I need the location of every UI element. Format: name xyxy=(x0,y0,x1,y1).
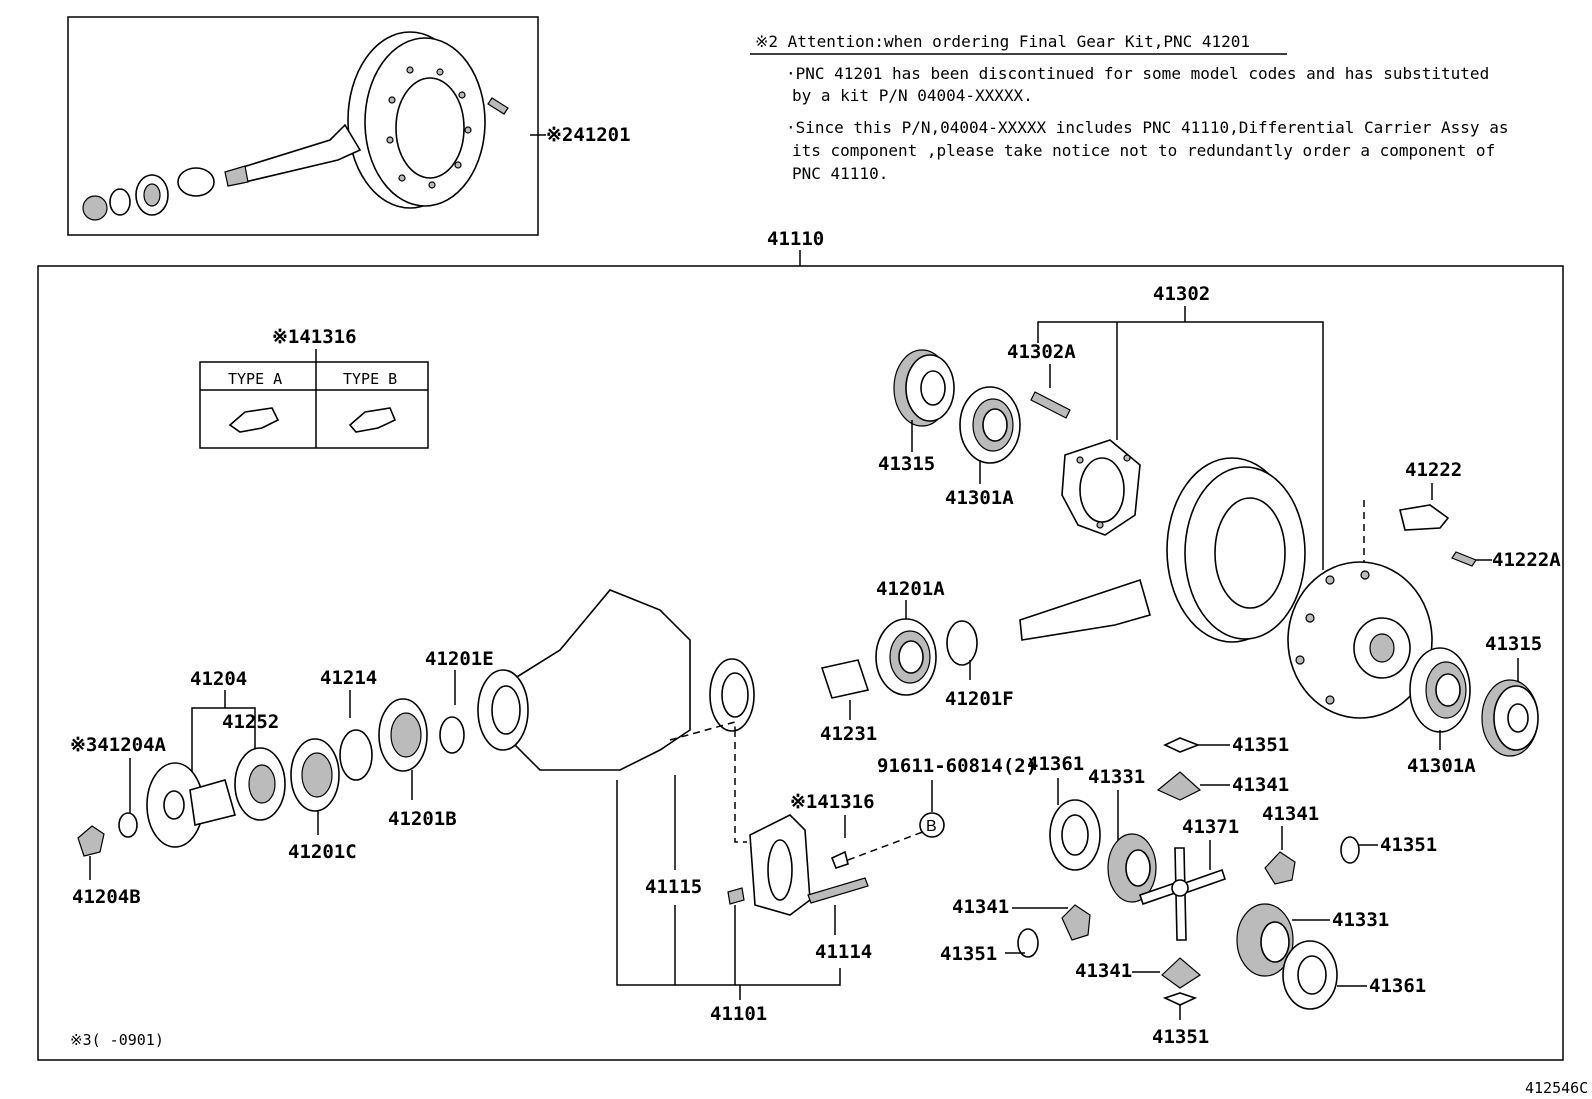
label-41316-top: ※141316 xyxy=(272,326,357,348)
label-41351-a: 41351 xyxy=(1232,734,1289,756)
pinion-41341-d-icon xyxy=(1161,957,1202,989)
bearing-41201B-drawing xyxy=(378,698,428,772)
label-41231: 41231 xyxy=(820,723,877,745)
label-41351-c: 41351 xyxy=(940,943,997,965)
label-41351-d: 41351 xyxy=(1152,1026,1209,1048)
label-41315-right: 41315 xyxy=(1485,633,1542,655)
type-b-label: TYPE B xyxy=(343,370,397,388)
differential-case-drawing xyxy=(1061,439,1141,536)
washer-41351-d-icon xyxy=(1162,992,1198,1006)
note-line-1a: ·PNC 41201 has been discontinued for som… xyxy=(786,64,1489,83)
carrier-housing-drawing xyxy=(477,589,755,771)
ring-gear-drawing xyxy=(347,31,486,209)
label-41204A: ※341204A xyxy=(70,734,167,756)
final-gear-kit-box xyxy=(67,16,539,236)
footnote: ※3( -0901) xyxy=(70,1031,164,1049)
nut-41204B-icon xyxy=(77,825,105,857)
label-41222A: 41222A xyxy=(1492,549,1561,571)
bracket-41222-icon xyxy=(1399,504,1450,531)
pinion-shaft-41371-drawing xyxy=(1138,847,1227,941)
washer-41204A-icon xyxy=(118,812,138,838)
label-41204B: 41204B xyxy=(72,886,141,908)
bearing-41301A-top-drawing xyxy=(959,386,1021,464)
label-41316-mid: ※141316 xyxy=(790,791,875,813)
note-line-2a: ·Since this P/N,04004-XXXXX includes PNC… xyxy=(786,118,1508,137)
differential-case-right-drawing xyxy=(1287,561,1433,719)
label-41114: 41114 xyxy=(815,941,872,963)
bearing-41201C-drawing xyxy=(290,738,340,812)
figure-id: 412546C xyxy=(1525,1079,1588,1097)
type-a-label: TYPE A xyxy=(228,370,282,388)
clip-type-b-icon xyxy=(348,407,397,433)
pinion-41341-c-icon xyxy=(1061,904,1091,941)
label-41101: 41101 xyxy=(710,1003,767,1025)
label-41252: 41252 xyxy=(222,711,279,733)
bearing-41201A-drawing xyxy=(875,618,937,696)
note-line-2b: its component ,please take notice not to… xyxy=(792,141,1495,160)
bolt-41114-icon xyxy=(807,877,869,904)
label-41301A-right: 41301A xyxy=(1407,755,1476,777)
clip-type-a-icon xyxy=(228,407,280,433)
differential-carrier-box xyxy=(37,265,1564,1061)
pinion-shaft-drawing xyxy=(224,123,362,187)
note-line-1b: by a kit P/N 04004-XXXXX. xyxy=(792,86,1033,105)
label-41341-b: 41341 xyxy=(1262,803,1319,825)
bearing-41315-right-drawing xyxy=(1481,679,1539,757)
ref-b: B xyxy=(926,818,937,835)
type-table xyxy=(199,361,429,449)
label-91611: 91611-60814(2) xyxy=(877,755,1037,777)
note-line-2c: PNC 41110. xyxy=(792,164,888,183)
pinion-41341-b-icon xyxy=(1264,851,1296,885)
label-41214: 41214 xyxy=(320,667,377,689)
label-41201E: 41201E xyxy=(425,648,494,670)
bearing-41301A-right-drawing xyxy=(1409,647,1471,733)
clip-41316-icon xyxy=(830,850,849,869)
seal-41252-drawing xyxy=(234,747,286,821)
label-41371: 41371 xyxy=(1182,816,1239,838)
label-41315-top: 41315 xyxy=(878,453,935,475)
shim-41201E-icon xyxy=(439,716,465,754)
label-41115: 41115 xyxy=(645,876,702,898)
shim-41201F-icon xyxy=(946,620,978,666)
dowel-pin-icon xyxy=(727,887,745,905)
attention-title: ※2 Attention:when ordering Final Gear Ki… xyxy=(755,32,1250,51)
label-41301A-top: 41301A xyxy=(945,487,1014,509)
spacer-41231-icon xyxy=(820,659,870,699)
bolt-icon xyxy=(487,97,509,115)
label-41331-a: 41331 xyxy=(1088,766,1145,788)
label-41201B: 41201B xyxy=(388,808,457,830)
label-41331-b: 41331 xyxy=(1332,909,1389,931)
washer-41351-b-icon xyxy=(1340,836,1360,864)
ring-gear-pinion-drawing xyxy=(1019,457,1306,643)
spacer-41214-icon xyxy=(339,729,373,781)
label-41201: ※241201 xyxy=(546,124,631,146)
pinion-parts-drawing xyxy=(82,167,215,221)
bearing-41315-top-drawing xyxy=(893,349,955,427)
label-41341-d: 41341 xyxy=(1075,960,1132,982)
label-41201A: 41201A xyxy=(876,578,945,600)
side-gear-41331-b-drawing xyxy=(1236,903,1294,977)
ref-b-circle xyxy=(919,812,945,838)
label-41204: 41204 xyxy=(190,668,247,690)
bearing-cap-drawing xyxy=(749,814,811,916)
label-41351-b: 41351 xyxy=(1380,834,1437,856)
label-41302: 41302 xyxy=(1153,283,1210,305)
label-41201C: 41201C xyxy=(288,841,357,863)
label-41110: 41110 xyxy=(767,228,824,250)
label-41222: 41222 xyxy=(1405,459,1462,481)
washer-41351-a-icon xyxy=(1163,737,1201,753)
label-41361-a: 41361 xyxy=(1027,753,1084,775)
bolt-41222A-icon xyxy=(1451,551,1477,567)
companion-flange-drawing xyxy=(146,762,236,848)
washer-41351-c-icon xyxy=(1017,928,1039,958)
side-gear-41331-a-drawing xyxy=(1107,833,1157,903)
label-41341-c: 41341 xyxy=(952,896,1009,918)
label-41341-a: 41341 xyxy=(1232,774,1289,796)
label-41361-b: 41361 xyxy=(1369,975,1426,997)
pinion-41341-a-icon xyxy=(1156,771,1202,801)
label-41201F: 41201F xyxy=(945,688,1014,710)
label-41302A: 41302A xyxy=(1007,341,1076,363)
bolt-41302A-icon xyxy=(1030,391,1071,419)
